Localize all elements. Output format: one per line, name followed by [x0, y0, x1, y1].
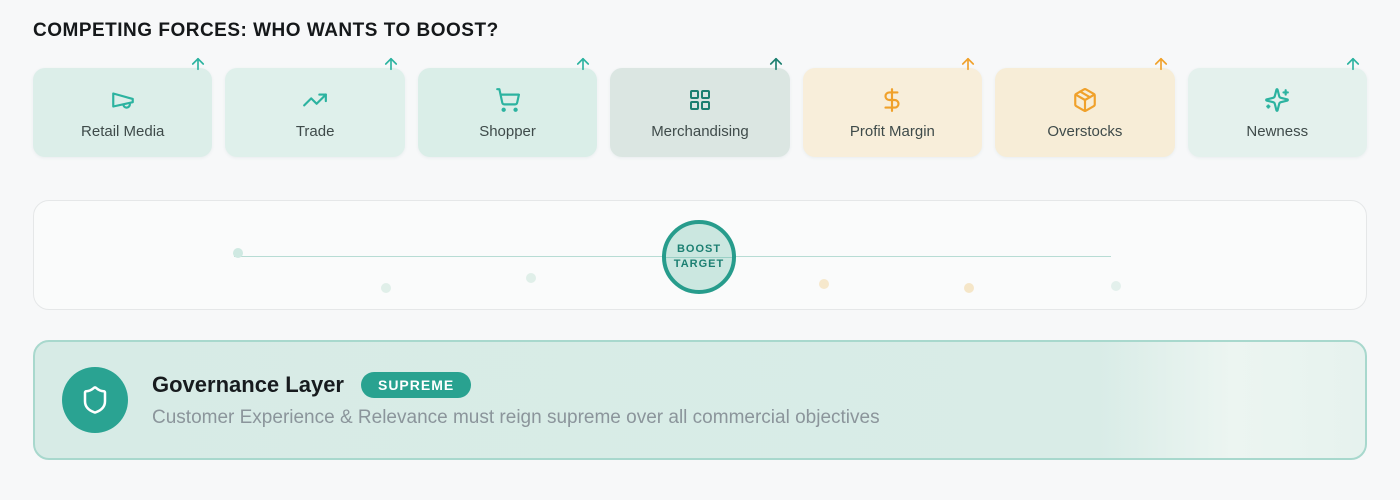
force-card-label: Newness: [1246, 122, 1309, 140]
boost-target-node: BOOST TARGET: [662, 220, 736, 294]
force-card-trade[interactable]: Trade: [225, 57, 405, 157]
force-card-label: Profit Margin: [849, 122, 935, 140]
governance-title: Governance Layer: [152, 371, 344, 397]
force-card-label: Shopper: [479, 122, 536, 140]
force-card-merchandising[interactable]: Merchandising: [610, 57, 790, 157]
governance-card: Governance Layer SUPREME Customer Experi…: [33, 340, 1367, 460]
shield-icon: [62, 367, 128, 433]
force-card-retail-media[interactable]: Retail Media: [33, 57, 213, 157]
grid-icon: [688, 86, 712, 114]
arrow-up-icon: [1344, 55, 1362, 73]
arrow-up-icon: [189, 55, 207, 73]
force-dot: [381, 283, 391, 293]
force-dot: [233, 248, 243, 258]
arrow-up-icon: [574, 55, 592, 73]
supreme-badge: SUPREME: [360, 371, 472, 398]
governance-text: Governance Layer SUPREME Customer Experi…: [152, 371, 880, 429]
sparkles-icon: [1264, 86, 1290, 114]
arrow-up-icon: [1152, 55, 1170, 73]
megaphone-icon: [110, 86, 136, 114]
force-card-label: Overstocks: [1047, 122, 1123, 140]
force-dot: [819, 279, 829, 289]
force-card-shopper[interactable]: Shopper: [417, 57, 598, 157]
force-card-overstocks[interactable]: Overstocks: [995, 57, 1175, 157]
arrow-up-icon: [767, 55, 785, 73]
arrow-up-icon: [959, 55, 977, 73]
trending-up-icon: [302, 86, 328, 114]
force-card-label: Merchandising: [651, 122, 749, 140]
boost-flow-panel: BOOST TARGET: [33, 200, 1367, 310]
force-card-label: Trade: [295, 122, 335, 140]
force-card-profit-margin[interactable]: Profit Margin: [802, 57, 983, 157]
force-dot: [526, 273, 536, 283]
force-card-newness[interactable]: Newness: [1187, 57, 1367, 157]
governance-description: Customer Experience & Relevance must rei…: [152, 406, 880, 428]
forces-row: Retail Media Trade Shopper: [33, 57, 1367, 157]
force-dot: [964, 283, 974, 293]
cart-icon: [495, 86, 521, 114]
page-title: COMPETING FORCES: WHO WANTS TO BOOST?: [33, 20, 499, 41]
dollar-icon: [879, 86, 905, 114]
boost-target-line2: TARGET: [673, 258, 725, 270]
force-dot: [1111, 281, 1121, 291]
force-card-label: Retail Media: [81, 122, 165, 140]
package-icon: [1072, 86, 1098, 114]
boost-target-line1: BOOST: [676, 243, 722, 255]
arrow-up-icon: [382, 55, 400, 73]
